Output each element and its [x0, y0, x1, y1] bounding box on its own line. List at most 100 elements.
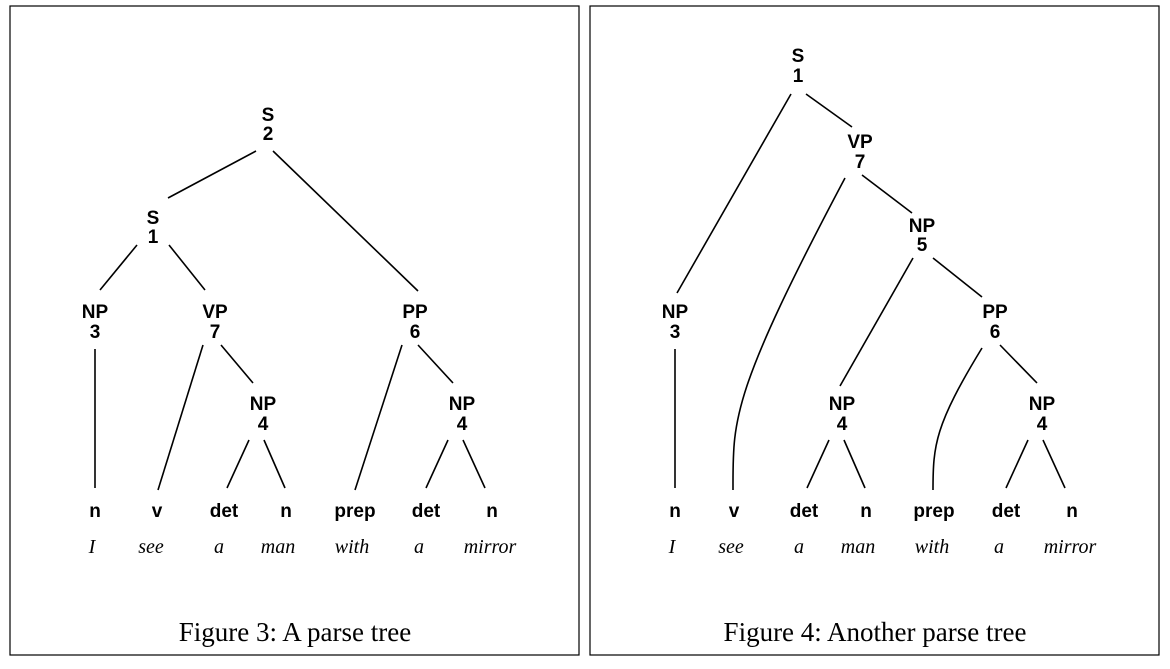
node-s1: S 1 [792, 46, 805, 87]
node-label: PP [402, 302, 428, 323]
figure-3-tree: S 2 S 1 NP 3 VP 7 PP 6 NP 4 NP 4 n v de [82, 105, 517, 647]
edge-np4-det [806, 439, 830, 489]
node-np4: NP 4 [1029, 394, 1056, 435]
figure-caption: Figure 4: Another parse tree [724, 617, 1027, 647]
pos-tag: n [860, 501, 872, 522]
pos-tag: n [669, 501, 681, 522]
word: man [841, 536, 875, 558]
edge-np4-n [263, 439, 286, 489]
figure-4-frame [589, 5, 1160, 656]
pos-tag: n [1066, 501, 1078, 522]
word: mirror [1044, 536, 1097, 558]
edge-vp7-np4 [220, 344, 254, 384]
node-index: 6 [990, 322, 1001, 343]
edge-vp7-v [732, 177, 846, 491]
edge-np4-det [226, 439, 250, 489]
word: I [668, 536, 677, 558]
edge-pp6-prep [932, 347, 983, 491]
node-index: 1 [793, 66, 804, 87]
node-label: NP [82, 302, 109, 323]
edge-np4-n-2 [462, 439, 486, 489]
node-np5: NP 5 [909, 216, 936, 256]
node-s1: S 1 [147, 208, 160, 248]
edge-pp6-prep [354, 344, 403, 491]
node-label: NP [662, 302, 689, 323]
pos-tag: prep [334, 501, 375, 522]
word: a [794, 536, 804, 558]
node-index: 4 [457, 414, 468, 435]
pos-tag: det [412, 501, 441, 522]
pos-tag: det [790, 501, 819, 522]
edge-vp7-np5 [861, 174, 913, 214]
edge-pp6-np4 [417, 344, 454, 384]
node-pp6: PP 6 [402, 302, 428, 343]
pos-tag: n [280, 501, 292, 522]
edge-np4-n [843, 439, 866, 489]
node-index: 1 [148, 227, 159, 248]
node-index: 2 [263, 124, 274, 145]
edge-pp6-np4 [999, 344, 1038, 384]
edge-s1-np3 [99, 244, 138, 291]
edge-np4-det-2 [425, 439, 449, 489]
pos-tag: n [486, 501, 498, 522]
node-index: 4 [1037, 414, 1048, 435]
edge-s1-np3 [676, 93, 792, 294]
edge-s1-vp7 [168, 244, 206, 291]
word: with [915, 536, 949, 558]
pos-tag: det [210, 501, 239, 522]
pos-tag: v [152, 501, 163, 522]
node-pp6: PP 6 [982, 302, 1008, 343]
node-index: 4 [837, 414, 848, 435]
node-label: PP [982, 302, 1008, 323]
word: man [261, 536, 295, 558]
node-vp7: VP 7 [847, 132, 873, 173]
node-index: 7 [210, 322, 221, 343]
node-index: 5 [917, 235, 928, 256]
word: mirror [464, 536, 517, 558]
word: with [335, 536, 369, 558]
figure-3-frame [9, 5, 580, 656]
node-label: S [262, 105, 275, 126]
word: a [414, 536, 424, 558]
node-label: NP [829, 394, 856, 415]
node-np3: NP 3 [82, 302, 109, 343]
word: a [214, 536, 224, 558]
node-label: VP [847, 132, 873, 153]
node-index: 3 [670, 322, 681, 343]
node-label: NP [1029, 394, 1056, 415]
node-np3: NP 3 [662, 302, 689, 343]
node-label: S [147, 208, 160, 229]
edge-vp7-v [157, 344, 204, 491]
pos-tag: v [729, 501, 740, 522]
node-label: NP [250, 394, 277, 415]
edge-np4-det-2 [1005, 439, 1029, 489]
edge-s2-s1 [167, 150, 257, 199]
node-label: NP [449, 394, 476, 415]
edge-np4-n-2 [1042, 439, 1066, 489]
figure-caption: Figure 3: A parse tree [179, 617, 411, 647]
word: see [718, 536, 744, 558]
node-label: S [792, 46, 805, 67]
word: a [994, 536, 1004, 558]
node-vp7: VP 7 [202, 302, 228, 343]
node-s2: S 2 [262, 105, 275, 145]
pos-tag: n [89, 501, 101, 522]
node-index: 6 [410, 322, 421, 343]
figure-4-tree: S 1 VP 7 NP 5 NP 3 PP 6 NP 4 NP 4 n v d [662, 46, 1097, 647]
node-index: 3 [90, 322, 101, 343]
pos-tag: prep [913, 501, 954, 522]
word: I [88, 536, 97, 558]
node-index: 4 [258, 414, 269, 435]
edge-np5-np4 [839, 257, 914, 387]
word: see [138, 536, 164, 558]
node-np4: NP 4 [449, 394, 476, 435]
node-label: VP [202, 302, 228, 323]
node-index: 7 [855, 152, 866, 173]
edge-s2-pp6 [272, 150, 419, 292]
node-np4: NP 4 [829, 394, 856, 435]
edge-s1-vp7 [805, 93, 853, 128]
edge-np5-pp6 [932, 257, 983, 298]
node-label: NP [909, 216, 936, 237]
node-np4: NP 4 [250, 394, 277, 435]
